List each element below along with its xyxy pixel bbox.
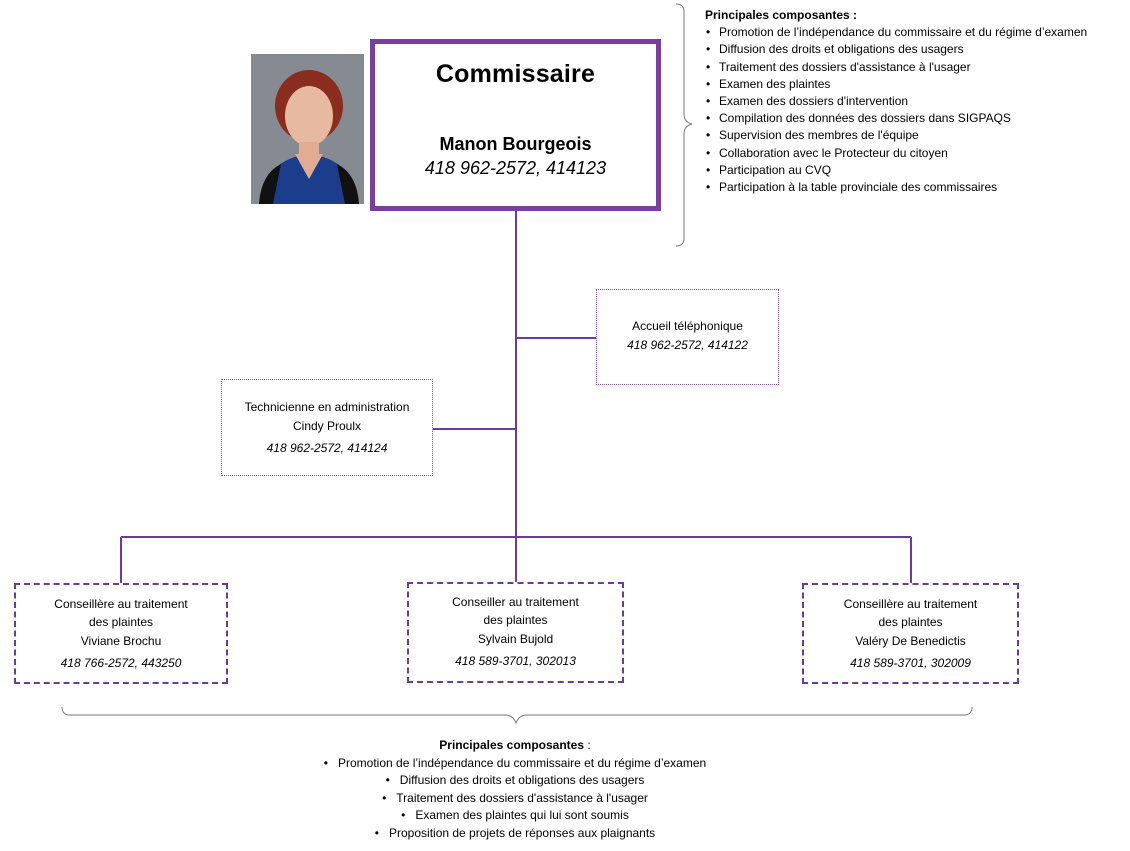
list-item: Collaboration avec le Protecteur du cito…: [705, 145, 1130, 162]
conseiller-box-1: Conseillère au traitement des plaintes V…: [14, 583, 228, 684]
conseiller-phone: 418 589-3701, 302013: [455, 653, 576, 668]
bottom-brace: [61, 706, 973, 725]
person-portrait-icon: [251, 54, 364, 204]
list-item: Examen des plaintes qui lui sont soumis: [250, 807, 780, 825]
top-responsibilities-title: Principales composantes :: [705, 8, 858, 22]
conseiller-role-line1: Conseillère au traitement: [54, 597, 188, 611]
accueil-phone: 418 962-2572, 414122: [627, 338, 748, 352]
conseiller-role-line2: des plaintes: [483, 613, 548, 628]
list-item: Compilation des données des dossiers dan…: [705, 110, 1130, 127]
conseiller-role-line2: des plaintes: [88, 615, 154, 630]
conseiller-role-line1: Conseiller au traitement: [452, 595, 579, 609]
conseiller-box-3: Conseillère au traitement des plaintes V…: [802, 583, 1019, 684]
list-item: Promotion de l’indépendance du commissai…: [250, 755, 780, 773]
conseiller-phone: 418 766-2572, 443250: [60, 655, 182, 670]
list-item: Examen des dossiers d'intervention: [705, 93, 1130, 110]
conseiller-name: Valéry De Benedictis: [855, 633, 966, 648]
list-item: Traitement des dossiers d'assistance à l…: [705, 59, 1130, 76]
conseiller-role-line1: Conseillère au traitement: [843, 597, 978, 611]
conseiller-role-line2: des plaintes: [878, 615, 943, 630]
bottom-responsibilities-title: Principales composantes: [439, 738, 585, 752]
technicienne-name: Cindy Proulx: [292, 419, 362, 433]
list-item: Proposition de projets de réponses aux p…: [250, 825, 780, 843]
list-item: Participation à la table provinciale des…: [705, 179, 1130, 196]
top-responsibilities: Principales composantes : Promotion de l…: [705, 7, 1130, 196]
list-item: Examen des plaintes: [705, 76, 1130, 93]
conseiller-box-2: Conseiller au traitement des plaintes Sy…: [407, 582, 624, 683]
technicienne-role: Technicienne en administration: [244, 400, 410, 414]
commissaire-title: Commissaire: [435, 60, 596, 88]
accueil-box: Accueil téléphonique 418 962-2572, 41412…: [596, 289, 779, 385]
commissaire-phone: 418 962-2572, 414123: [424, 158, 607, 178]
bottom-responsibilities: Principales composantes : Promotion de l…: [250, 737, 780, 842]
list-item: Diffusion des droits et obligations des …: [250, 772, 780, 790]
commissaire-name: Manon Bourgeois: [439, 134, 592, 154]
bottom-responsibilities-heading: Principales composantes :: [250, 737, 780, 755]
technicienne-box: Technicienne en administration Cindy Pro…: [221, 379, 433, 476]
technicienne-phone: 418 962-2572, 414124: [266, 441, 388, 455]
conseiller-name: Sylvain Bujold: [477, 631, 554, 646]
list-item: Traitement des dossiers d'assistance à l…: [250, 790, 780, 808]
list-item: Diffusion des droits et obligations des …: [705, 41, 1130, 58]
list-item: Supervision des membres de l'équipe: [705, 127, 1130, 144]
top-responsibilities-list: Promotion de l’indépendance du commissai…: [705, 24, 1130, 196]
list-item: Promotion de l’indépendance du commissai…: [705, 24, 1130, 41]
accueil-role: Accueil téléphonique: [632, 319, 743, 333]
bottom-responsibilities-title-suffix: :: [584, 738, 591, 752]
conseiller-phone: 418 589-3701, 302009: [850, 655, 971, 670]
list-item: Participation au CVQ: [705, 162, 1130, 179]
bottom-responsibilities-list: Promotion de l’indépendance du commissai…: [250, 755, 780, 843]
commissaire-box: Commissaire Manon Bourgeois 418 962-2572…: [370, 39, 661, 211]
top-brace: [675, 3, 693, 247]
conseiller-name: Viviane Brochu: [80, 633, 162, 648]
commissaire-photo: [251, 54, 364, 204]
